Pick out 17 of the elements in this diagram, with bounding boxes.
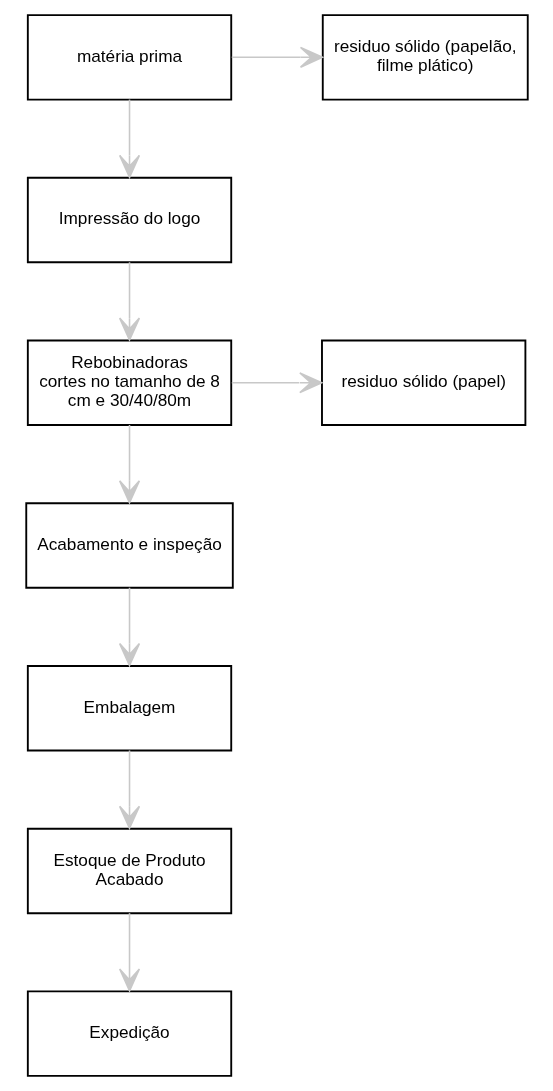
node-box: Expedição <box>26 990 232 1077</box>
arrow <box>118 586 140 667</box>
arrow <box>230 46 323 68</box>
arrow <box>118 98 140 179</box>
arrow <box>118 912 140 992</box>
arrow <box>118 424 140 504</box>
node-box: Impressão do logo <box>26 176 232 264</box>
arrow <box>230 372 323 394</box>
node-box: Embalagem <box>26 665 232 752</box>
node-box: Acabamento e inspeção <box>24 502 234 589</box>
arrow <box>118 749 140 829</box>
node-box: matéria prima <box>26 14 232 101</box>
node-box: residuo sólido (papelão, filme plático) <box>321 14 529 101</box>
arrow <box>118 261 140 341</box>
node-box: residuo sólido (papel) <box>320 339 526 426</box>
node-box: Rebobinadoras cortes no tamanho de 8 cm e 30/40/80m <box>26 339 232 426</box>
node-box: Estoque de Produto Acabado <box>26 827 232 915</box>
